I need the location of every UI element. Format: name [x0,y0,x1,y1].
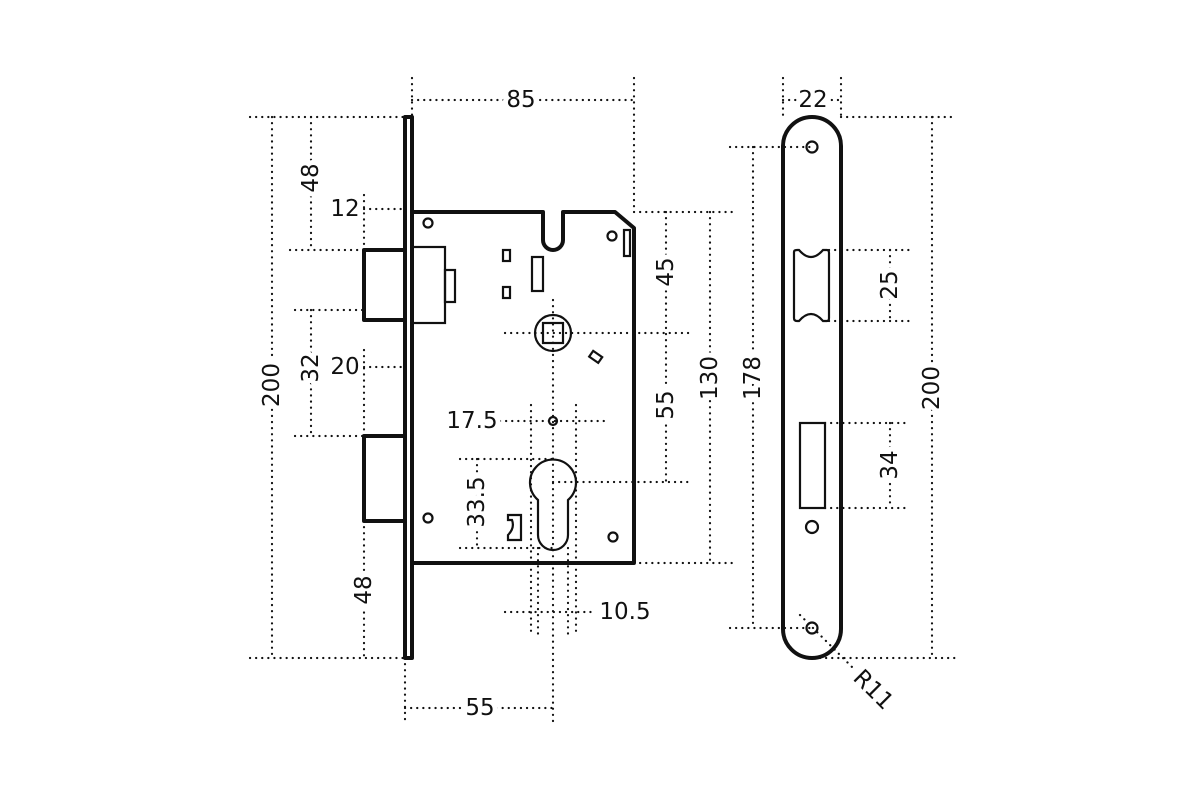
small-slot [587,349,604,365]
dim-17-5: 17.5 [446,408,497,434]
cylinder-hole [528,458,578,552]
dim-34: 34 [877,450,903,479]
faceplate-screw-holes [804,140,820,635]
dim-55-right: 55 [653,390,679,419]
faceplate [781,115,843,660]
latch-body [410,245,447,325]
slot-upper [501,248,512,263]
latch-bolt [362,248,407,322]
dim-32: 32 [298,353,324,382]
lock-body-side-view [362,115,636,660]
dim-48-bottom: 48 [351,575,377,604]
case-screw-holes [422,217,619,543]
latch-slot [792,248,831,323]
latch-tail [443,268,457,304]
faceplate-front-view [781,115,843,660]
dim-55-backset: 55 [465,695,494,721]
pivot-point [547,415,559,427]
follower [533,313,573,353]
dim-10-5: 10.5 [599,599,650,625]
dim-130: 130 [697,356,723,400]
dim-r11: R11 [848,665,898,715]
dim-45: 45 [653,257,679,286]
dim-25: 25 [877,270,903,299]
lock-case [412,210,636,565]
dim-12: 12 [330,196,359,222]
front-plate [403,115,414,660]
spindle-square [541,321,565,345]
lever-slot [530,255,545,293]
dim-85: 85 [506,87,535,113]
dead-bolt [362,434,407,523]
dim-20: 20 [330,354,359,380]
bolt-slot [798,421,827,510]
cam-notch [506,513,523,542]
dim-200-right: 200 [919,366,945,410]
slot-lower [501,285,512,300]
dim-22: 22 [798,87,827,113]
dim-48-top: 48 [298,163,324,192]
dim-178: 178 [740,356,766,400]
dim-200-left: 200 [259,363,285,407]
dimension-lines [248,76,957,724]
dim-33-5: 33.5 [464,476,490,527]
case-tab [622,228,632,258]
